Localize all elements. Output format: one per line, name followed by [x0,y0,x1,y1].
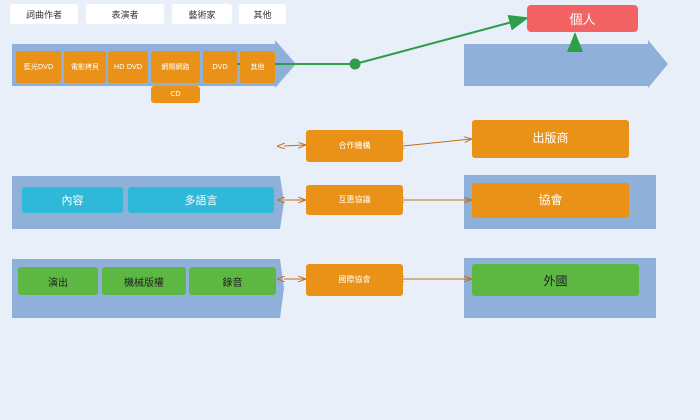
coop-left-connector [284,145,305,146]
tab-other[interactable]: 其他 [239,4,286,24]
media-bluray-dvd[interactable]: 藍光DVD [16,51,61,83]
media-dvd[interactable]: DVD [203,51,237,83]
media-internet[interactable]: 網際網路 [151,51,200,83]
individual-connector-line [354,14,529,65]
publisher-box[interactable]: 出版商 [472,120,629,158]
media-cd[interactable]: CD [151,86,200,103]
individual-box[interactable]: 個人 [527,5,638,32]
mutual-agreement-box[interactable]: 互惠協議 [306,185,403,215]
international-assoc-box[interactable]: 國際協會 [306,264,403,296]
media-film-print[interactable]: 電影拷貝 [64,51,106,83]
individual-arrow-band [464,40,668,88]
rights-recording[interactable]: 錄音 [189,267,276,295]
content-item[interactable]: 內容 [22,187,123,213]
rights-mechanical[interactable]: 機械版權 [102,267,186,295]
cooperation-box[interactable]: 合作機構 [306,130,403,162]
foreign-box[interactable]: 外國 [472,264,639,296]
media-hd-dvd[interactable]: HD DVD [108,51,148,83]
media-other[interactable]: 其他 [240,51,275,83]
tab-artist[interactable]: 藝術家 [172,4,232,24]
association-box[interactable]: 協會 [472,183,629,218]
coop-right-connector [403,139,471,146]
tab-performer[interactable]: 表演者 [86,4,164,24]
rights-performance[interactable]: 演出 [18,267,98,295]
multilingual-item[interactable]: 多語言 [128,187,274,213]
tab-songwriter[interactable]: 詞曲作者 [10,4,78,24]
